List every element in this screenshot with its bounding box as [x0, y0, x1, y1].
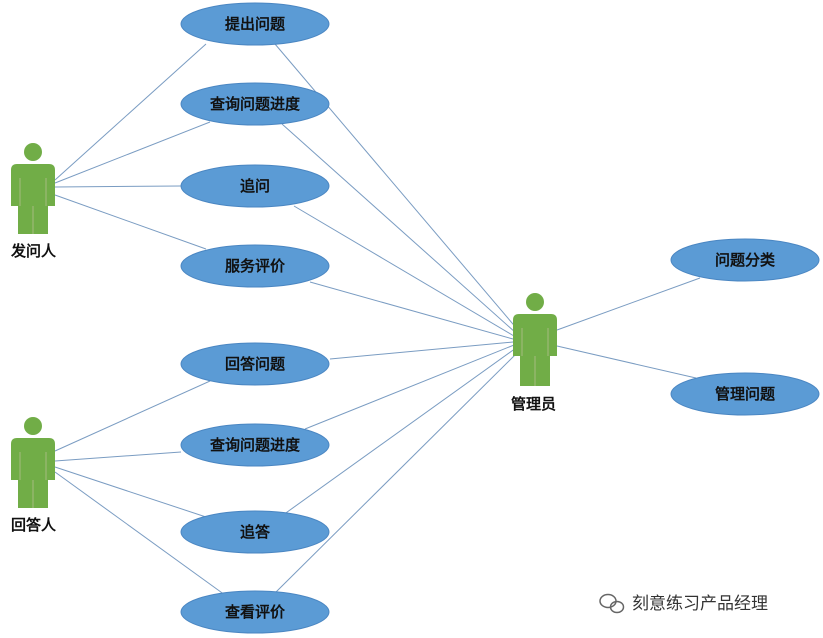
- line-admin-follow-up-answer: [282, 347, 517, 516]
- line-answerer-answer-question: [54, 380, 211, 452]
- use-case-label: 追答: [240, 523, 271, 541]
- use-case-manage-question[interactable]: 管理问题: [670, 372, 820, 416]
- use-case-label: 查询问题进度: [210, 95, 301, 113]
- use-case-label: 管理问题: [715, 385, 776, 403]
- actor-answerer[interactable]: [11, 417, 55, 508]
- line-asker-rate-service: [54, 194, 207, 250]
- actor-asker[interactable]: [11, 143, 55, 234]
- line-asker-ask-question: [54, 43, 207, 181]
- actor-label-asker: 发问人: [10, 242, 57, 260]
- line-admin-answer-question: [329, 341, 514, 360]
- use-case-label: 查看评价: [225, 603, 286, 621]
- watermark-text: 刻意练习产品经理: [632, 594, 768, 614]
- use-case-label: 服务评价: [225, 257, 286, 275]
- use-case-ask-question[interactable]: 提出问题: [180, 2, 330, 46]
- actor-label-admin: 管理员: [511, 395, 556, 413]
- use-case-rate-service[interactable]: 服务评价: [180, 244, 330, 288]
- line-answerer-view-rating: [54, 471, 226, 596]
- use-case-label: 查询问题进度: [210, 436, 301, 454]
- use-case-view-rating[interactable]: 查看评价: [180, 590, 330, 634]
- line-answerer-follow-up-answer: [54, 466, 207, 518]
- line-admin-manage: [556, 345, 697, 379]
- use-case-query-progress-answerer[interactable]: 查询问题进度: [180, 423, 330, 467]
- use-case-label: 追问: [240, 177, 270, 195]
- line-asker-follow-up: [54, 185, 182, 188]
- line-asker-query-progress: [54, 121, 211, 184]
- line-admin-categorize: [556, 277, 701, 331]
- use-case-answer-question[interactable]: 回答问题: [180, 342, 330, 386]
- wechat-icon: [599, 593, 625, 614]
- line-admin-query-progress-asker: [281, 123, 517, 334]
- line-answerer-query-progress: [54, 451, 182, 462]
- use-case-label: 问题分类: [715, 251, 776, 269]
- line-admin-query-progress-answerer: [304, 344, 515, 430]
- use-case-label: 提出问题: [225, 15, 286, 33]
- line-admin-view-rating: [275, 351, 519, 593]
- line-admin-follow-up-question: [293, 205, 515, 337]
- actor-admin[interactable]: [513, 293, 557, 386]
- use-case-label: 回答问题: [225, 355, 286, 373]
- association-lines: [54, 43, 701, 596]
- use-case-categorize-question[interactable]: 问题分类: [670, 238, 820, 282]
- actor-label-answerer: 回答人: [11, 516, 57, 534]
- use-case-query-progress-asker[interactable]: 查询问题进度: [180, 82, 330, 126]
- watermark: 刻意练习产品经理: [599, 593, 768, 614]
- use-case-follow-up-answer[interactable]: 追答: [180, 510, 330, 554]
- use-case-follow-up-question[interactable]: 追问: [180, 164, 330, 208]
- line-admin-rate-service: [309, 281, 514, 340]
